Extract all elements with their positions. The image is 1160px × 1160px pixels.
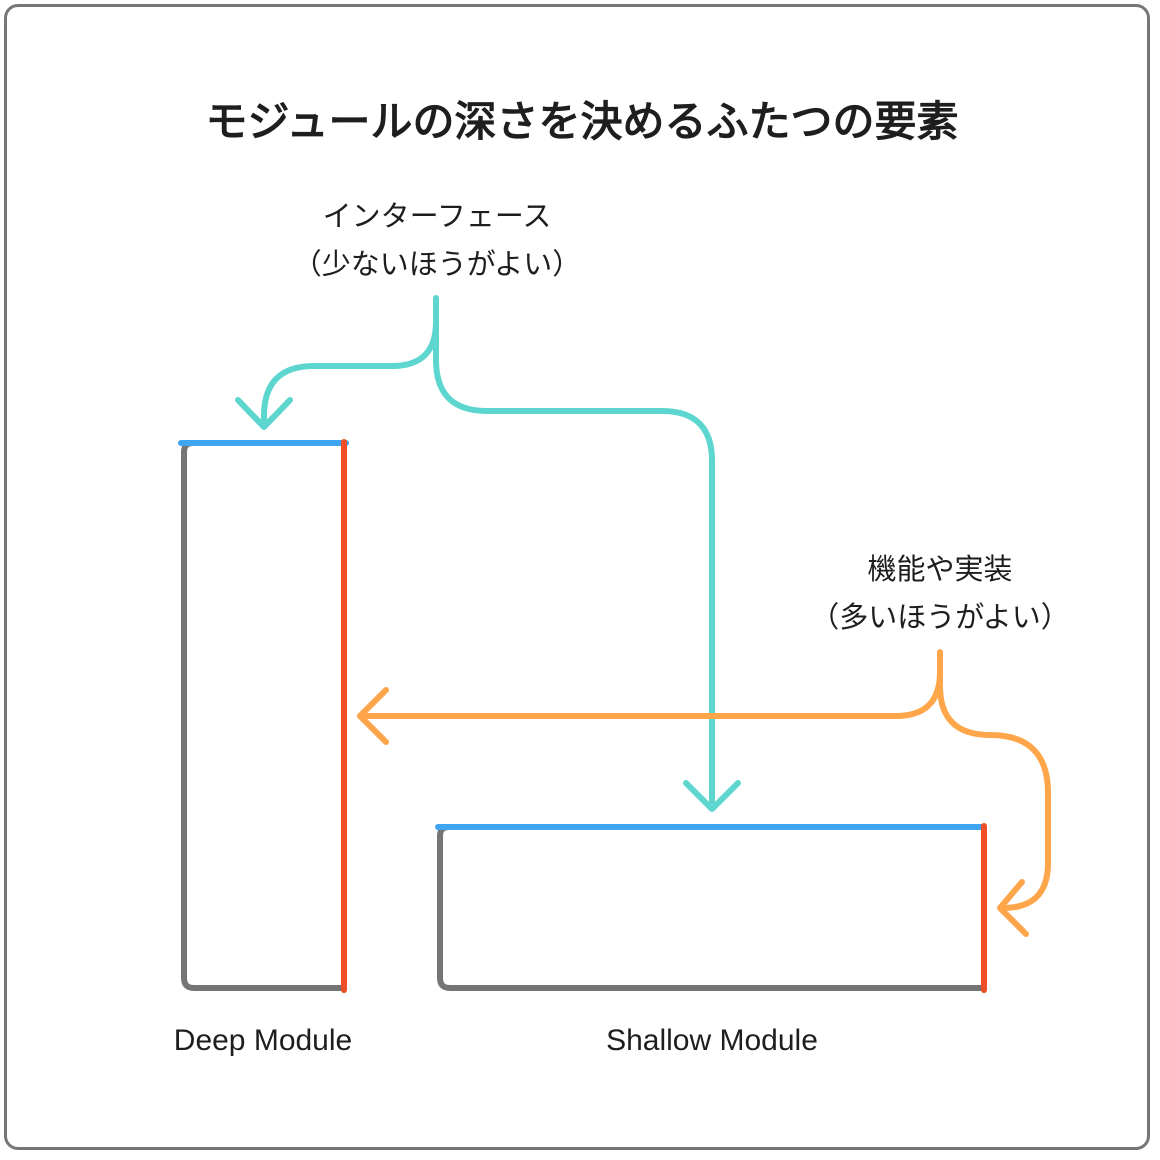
- function-arrowhead-shallow: [997, 879, 1029, 937]
- function-label: 機能や実装 （多いほうがよい）: [810, 545, 1070, 641]
- interface-label-line2: （少ないほうがよい）: [292, 247, 582, 281]
- deep-module-label: Deep Module: [173, 1024, 353, 1057]
- function-arrowhead-deep: [357, 687, 389, 745]
- shallow-module-box: [437, 824, 984, 991]
- interface-arrowhead-deep: [235, 397, 293, 430]
- interface-arrowhead-shallow: [683, 780, 741, 812]
- interface-label: インターフェース （少ないほうがよい）: [293, 192, 582, 288]
- diagram-frame: [4, 4, 1150, 1150]
- diagram-title: モジュールの深さを決めるふたつの要素: [205, 97, 959, 146]
- function-arrow-to-shallow: [937, 669, 1051, 911]
- function-arrow-to-deep: [357, 649, 943, 719]
- shallow-module-label: Shallow Module: [606, 1024, 818, 1057]
- interface-arrow-to-shallow: [433, 319, 715, 811]
- deep-module-box: [181, 440, 344, 991]
- function-label-line2: （多いほうがよい）: [810, 600, 1070, 634]
- interface-label-line1: インターフェース: [322, 199, 552, 233]
- interface-arrow-to-deep: [261, 295, 439, 429]
- function-label-line1: 機能や実装: [867, 552, 1013, 586]
